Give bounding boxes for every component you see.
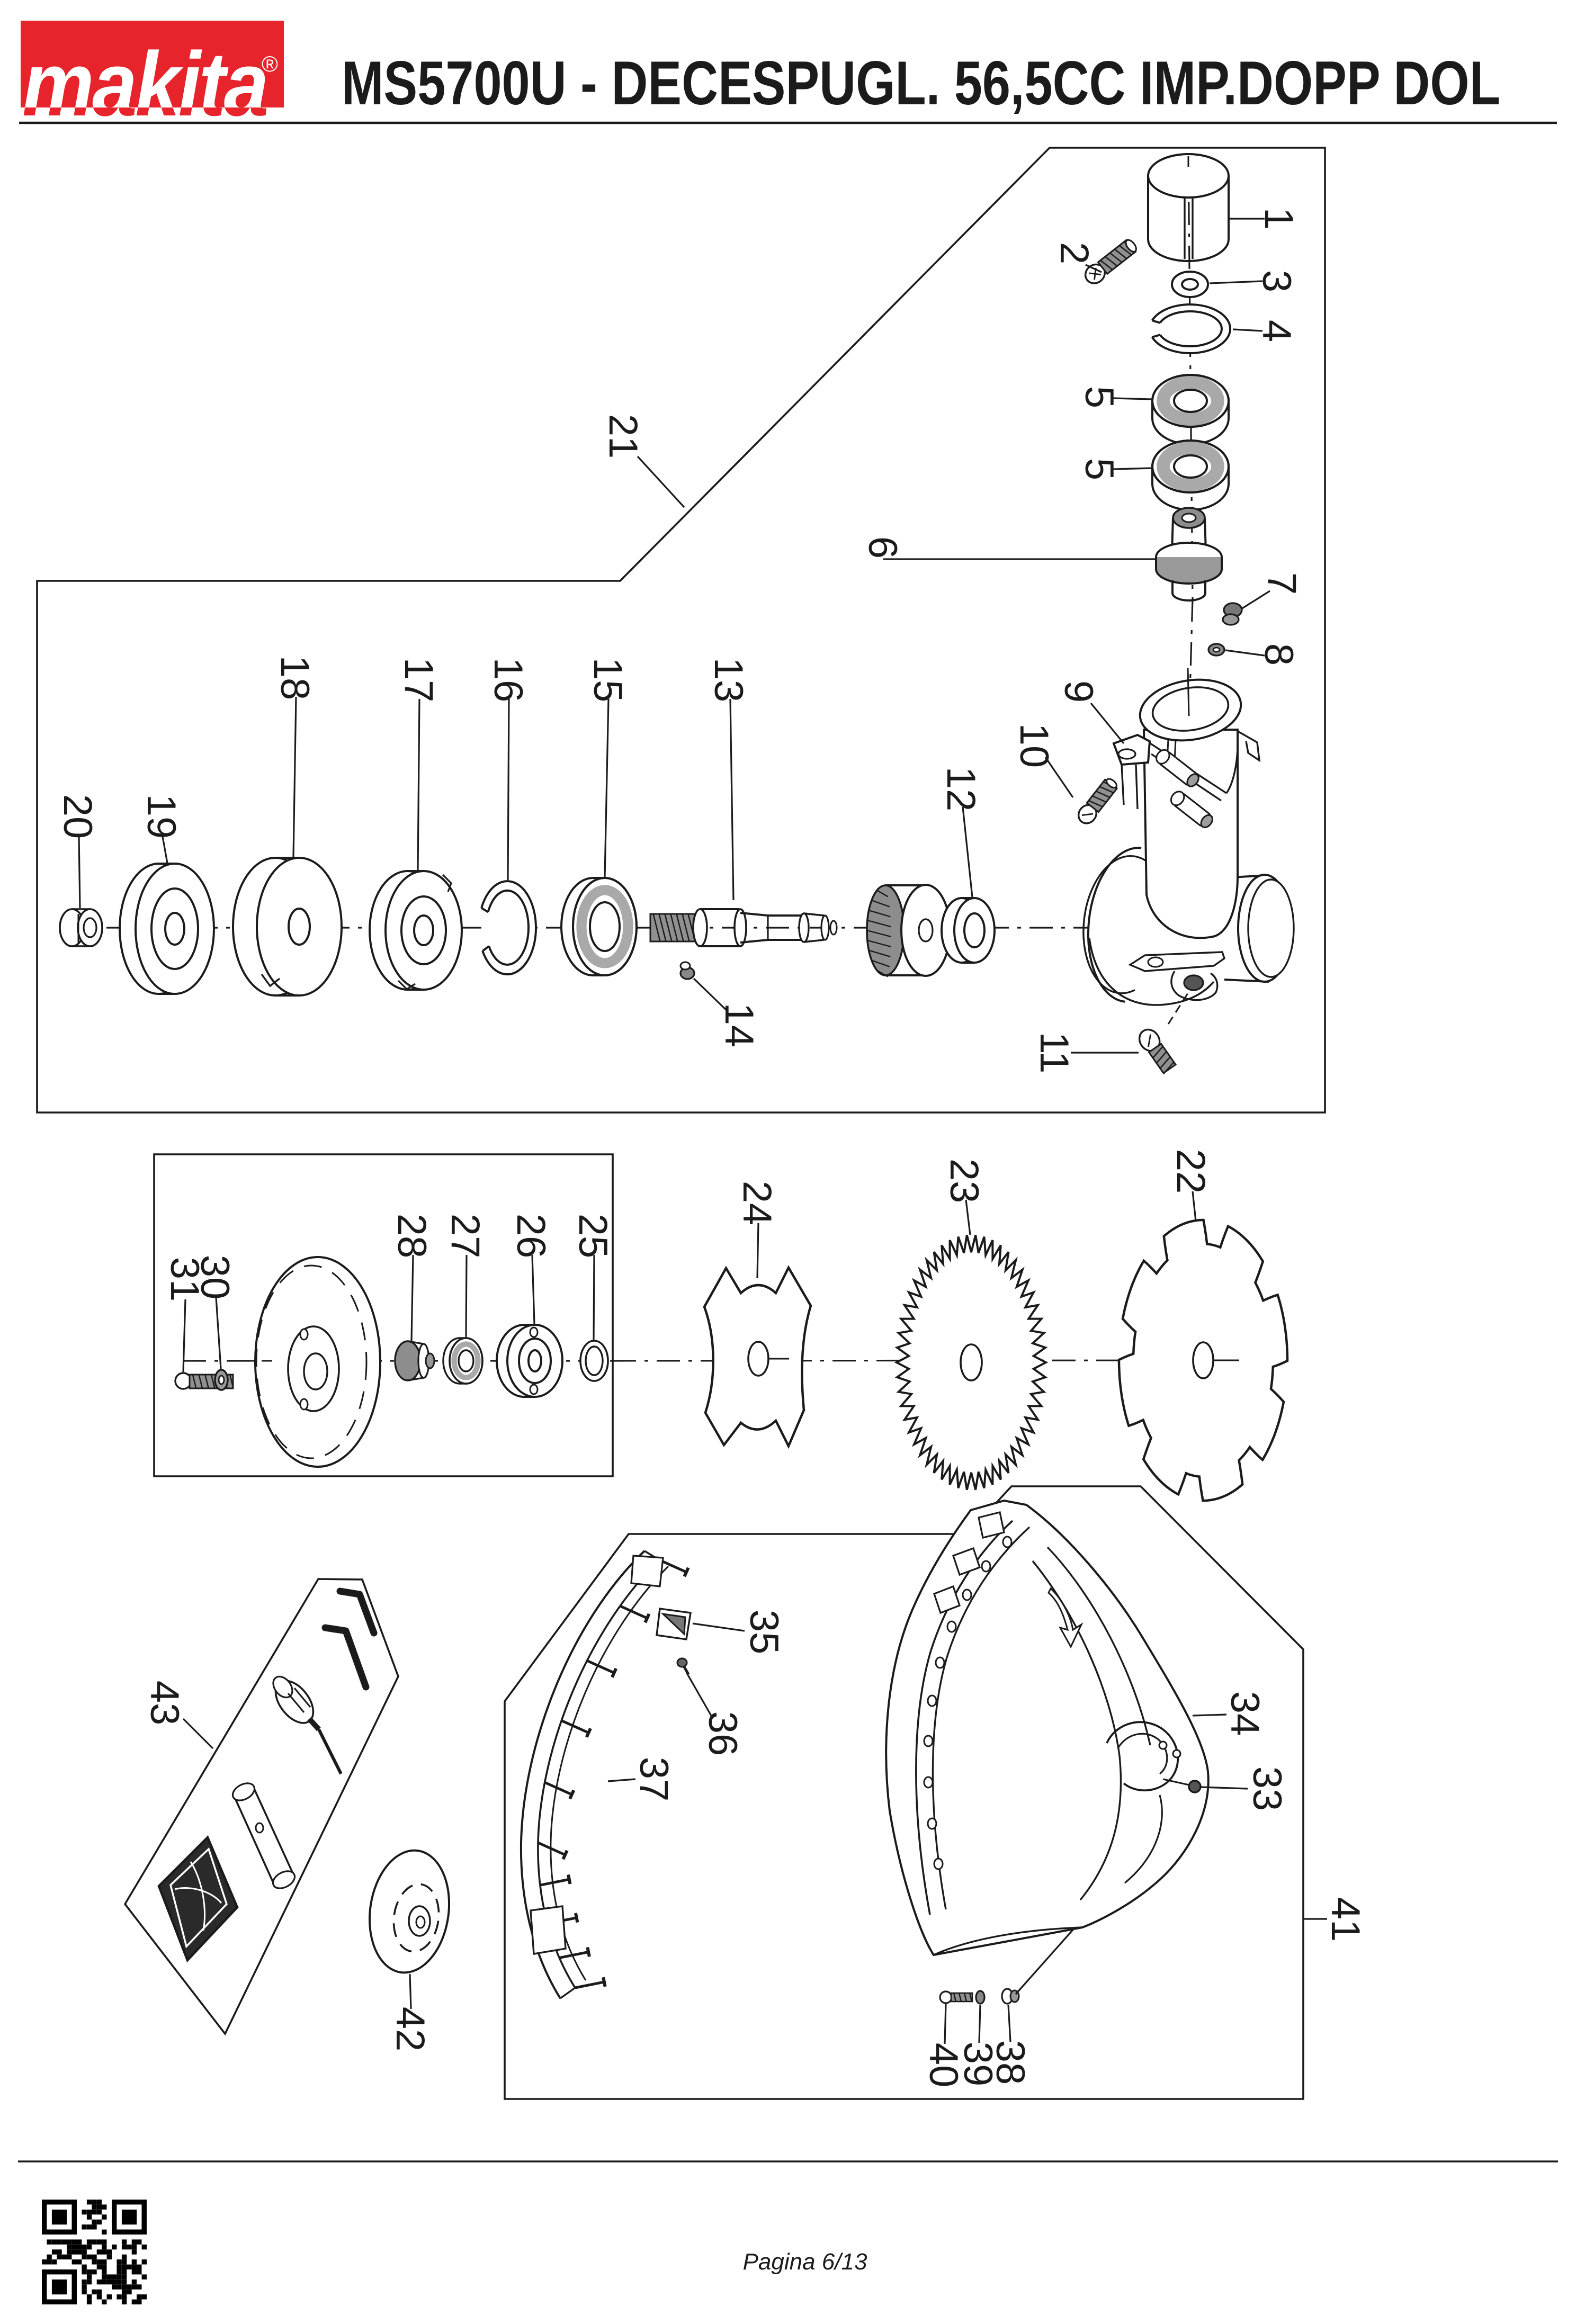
svg-text:15: 15 xyxy=(585,658,630,703)
svg-text:13: 13 xyxy=(706,658,751,703)
svg-text:38: 38 xyxy=(988,2040,1033,2085)
svg-text:21: 21 xyxy=(601,414,646,459)
svg-text:3: 3 xyxy=(1254,270,1299,292)
svg-text:26: 26 xyxy=(508,1214,553,1259)
svg-text:17: 17 xyxy=(396,658,441,703)
svg-text:22: 22 xyxy=(1168,1149,1213,1194)
svg-text:16: 16 xyxy=(486,658,531,703)
svg-text:23: 23 xyxy=(942,1159,987,1204)
svg-text:4: 4 xyxy=(1254,320,1299,342)
svg-text:2: 2 xyxy=(1052,242,1097,264)
svg-text:24: 24 xyxy=(735,1181,780,1226)
svg-text:40: 40 xyxy=(921,2043,966,2088)
svg-text:makita: makita xyxy=(22,33,267,135)
svg-text:36: 36 xyxy=(700,1711,745,1756)
svg-text:8: 8 xyxy=(1256,643,1301,666)
svg-text:27: 27 xyxy=(443,1214,488,1259)
svg-text:6: 6 xyxy=(860,536,905,559)
svg-text:9: 9 xyxy=(1056,680,1101,703)
svg-text:34: 34 xyxy=(1222,1691,1267,1736)
svg-text:35: 35 xyxy=(741,1610,786,1655)
svg-text:41: 41 xyxy=(1323,1897,1368,1942)
svg-text:33: 33 xyxy=(1244,1766,1290,1811)
svg-text:makita: makita xyxy=(22,33,267,135)
svg-text:37: 37 xyxy=(631,1757,676,1802)
svg-text:11: 11 xyxy=(1032,1032,1077,1074)
svg-text:MS5700U - DECESPUGL. 56,5CC IM: MS5700U - DECESPUGL. 56,5CC IMP.DOPP DOL xyxy=(342,48,1500,118)
svg-text:25: 25 xyxy=(570,1214,615,1259)
svg-text:Pagina 6/13: Pagina 6/13 xyxy=(743,2249,867,2275)
svg-text:42: 42 xyxy=(388,2007,433,2052)
svg-text:®: ® xyxy=(262,51,278,76)
svg-text:7: 7 xyxy=(1259,572,1304,595)
svg-text:10: 10 xyxy=(1011,723,1056,768)
svg-text:14: 14 xyxy=(717,1003,762,1048)
svg-text:1: 1 xyxy=(1256,208,1301,230)
svg-text:30: 30 xyxy=(192,1255,237,1300)
svg-text:19: 19 xyxy=(139,794,184,839)
svg-text:28: 28 xyxy=(389,1214,434,1259)
svg-text:20: 20 xyxy=(55,794,100,839)
svg-text:18: 18 xyxy=(272,656,317,701)
svg-text:12: 12 xyxy=(938,767,983,812)
svg-text:43: 43 xyxy=(142,1681,187,1726)
svg-text:5: 5 xyxy=(1077,386,1122,408)
svg-text:5: 5 xyxy=(1077,458,1122,480)
svg-text:31: 31 xyxy=(162,1257,207,1302)
svg-text:39: 39 xyxy=(955,2042,1000,2087)
